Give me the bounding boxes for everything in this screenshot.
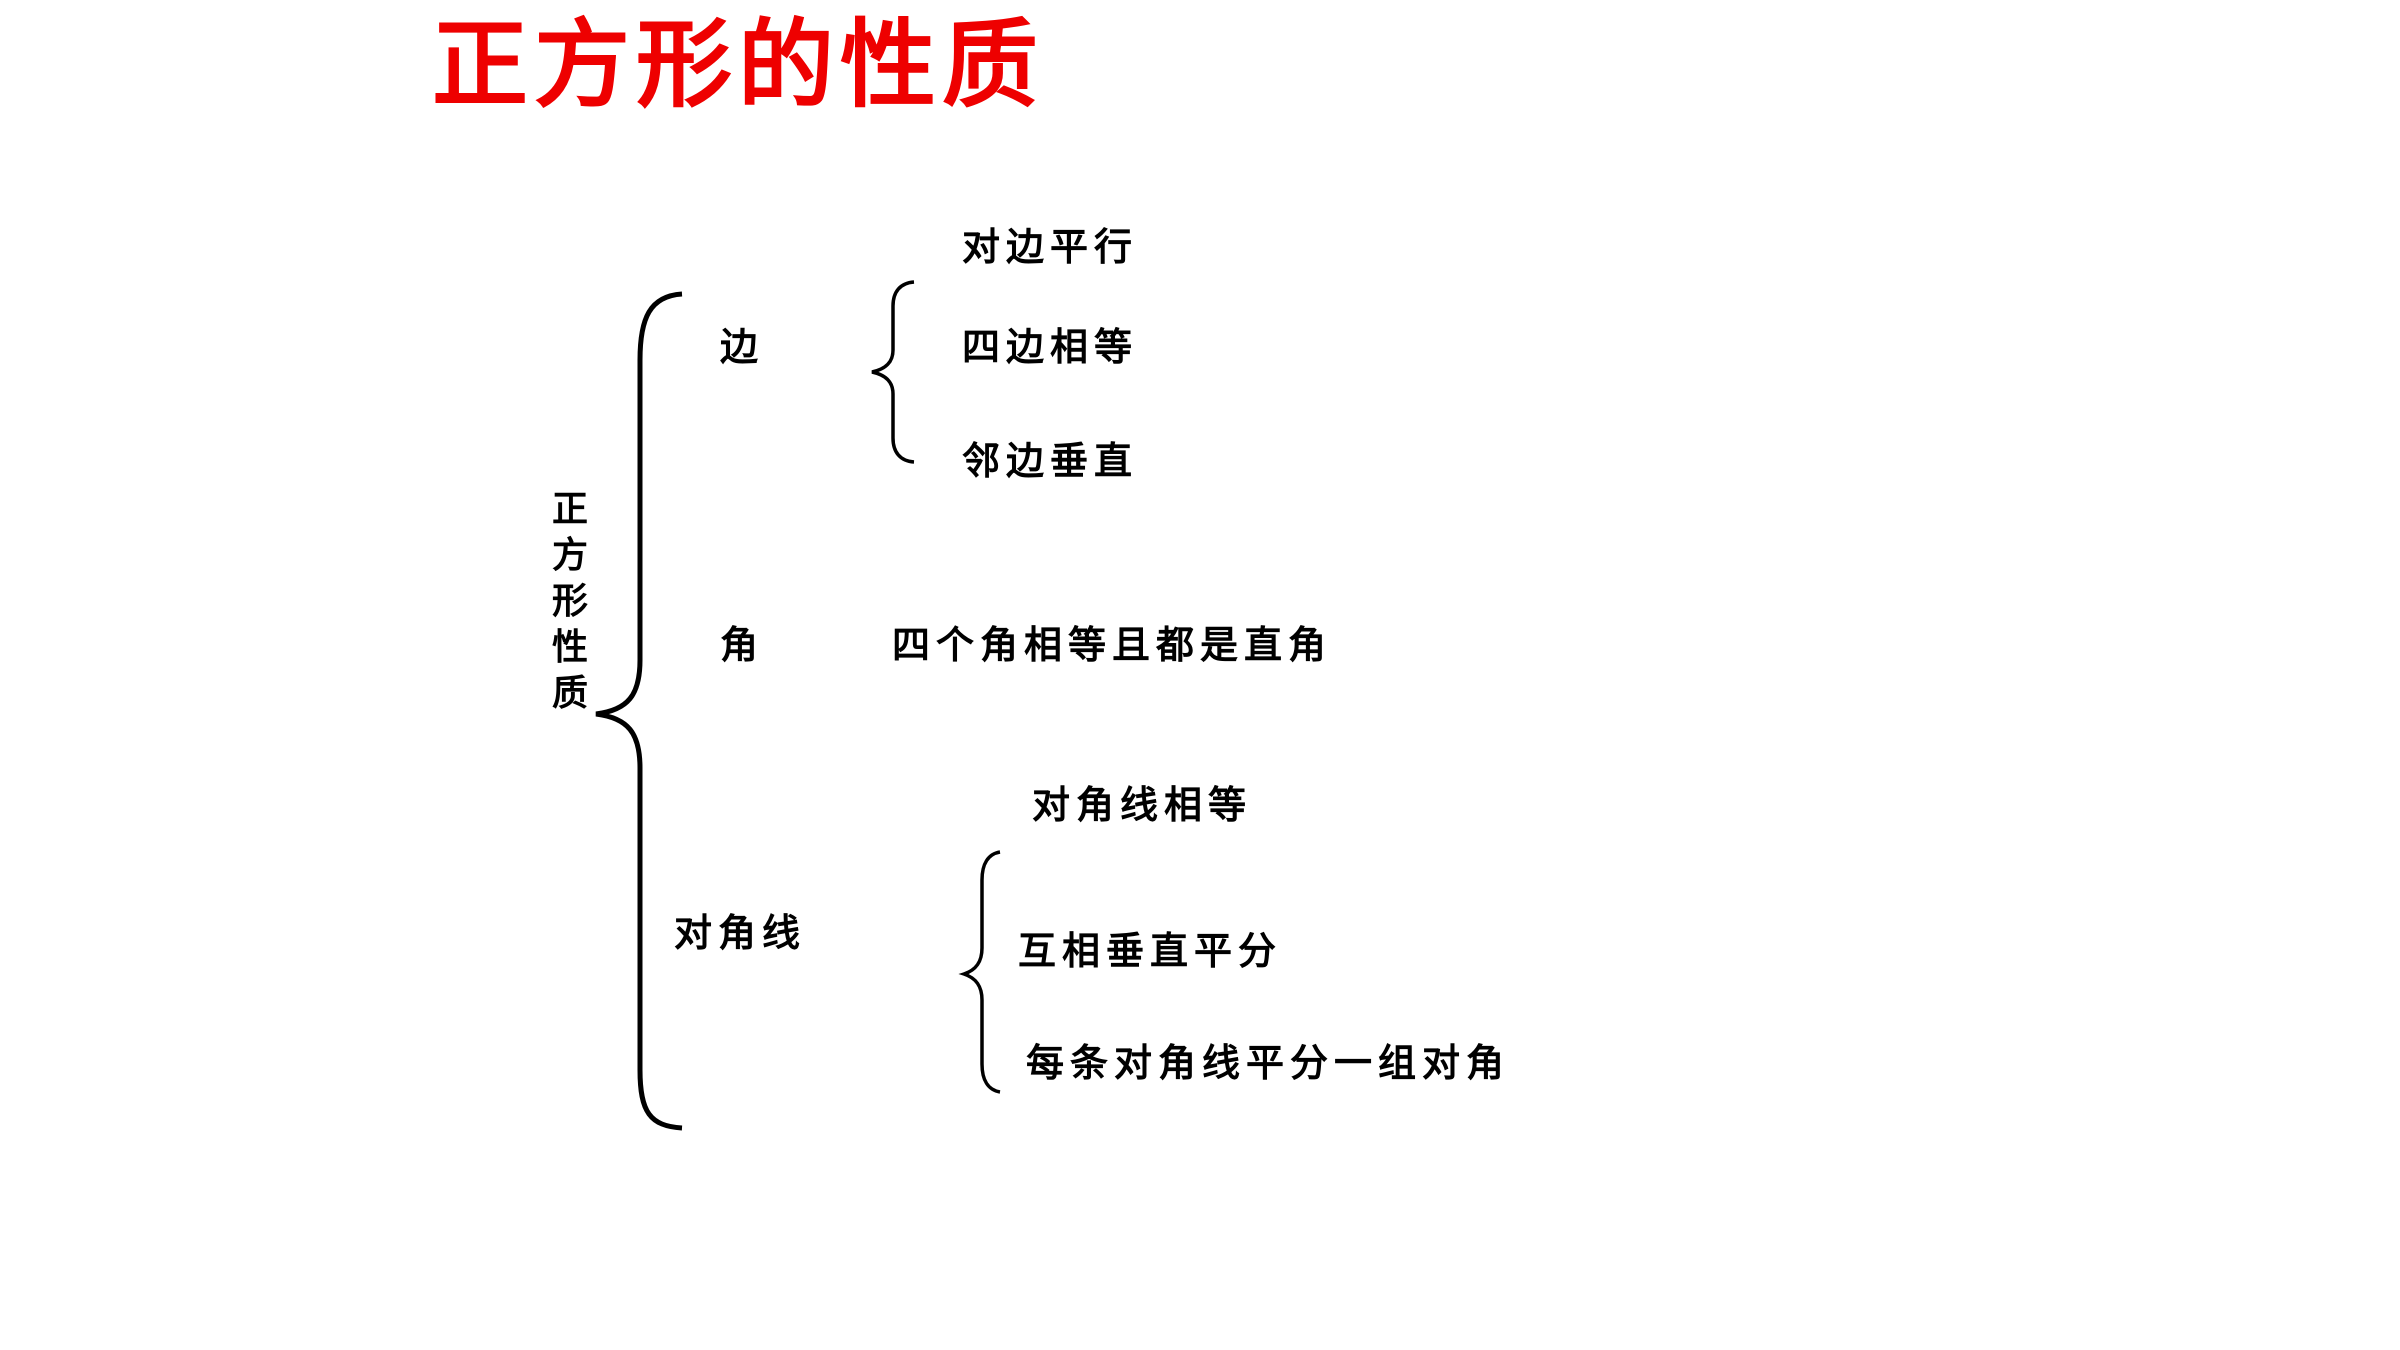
diagonal-item-1: 对角线相等: [1032, 782, 1253, 827]
angle-text: 四个角相等且都是直角: [892, 622, 1333, 667]
side-item-1: 对边平行: [962, 224, 1139, 269]
root-label: 正方形性质: [551, 488, 588, 714]
side-item-3: 邻边垂直: [962, 438, 1139, 483]
branch-label-diagonal: 对角线: [674, 910, 807, 955]
branch-label-side: 边: [720, 324, 765, 369]
page-title: 正方形的性质: [432, 8, 1044, 121]
side-brace: [871, 280, 915, 464]
diagonal-item-2: 互相垂直平分: [1018, 928, 1283, 973]
side-item-2: 四边相等: [962, 324, 1139, 369]
diagonal-item-3: 每条对角线平分一组对角: [1026, 1040, 1511, 1085]
main-brace: [595, 291, 683, 1131]
diagonal-brace: [958, 850, 1001, 1094]
branch-label-angle: 角: [720, 622, 765, 667]
